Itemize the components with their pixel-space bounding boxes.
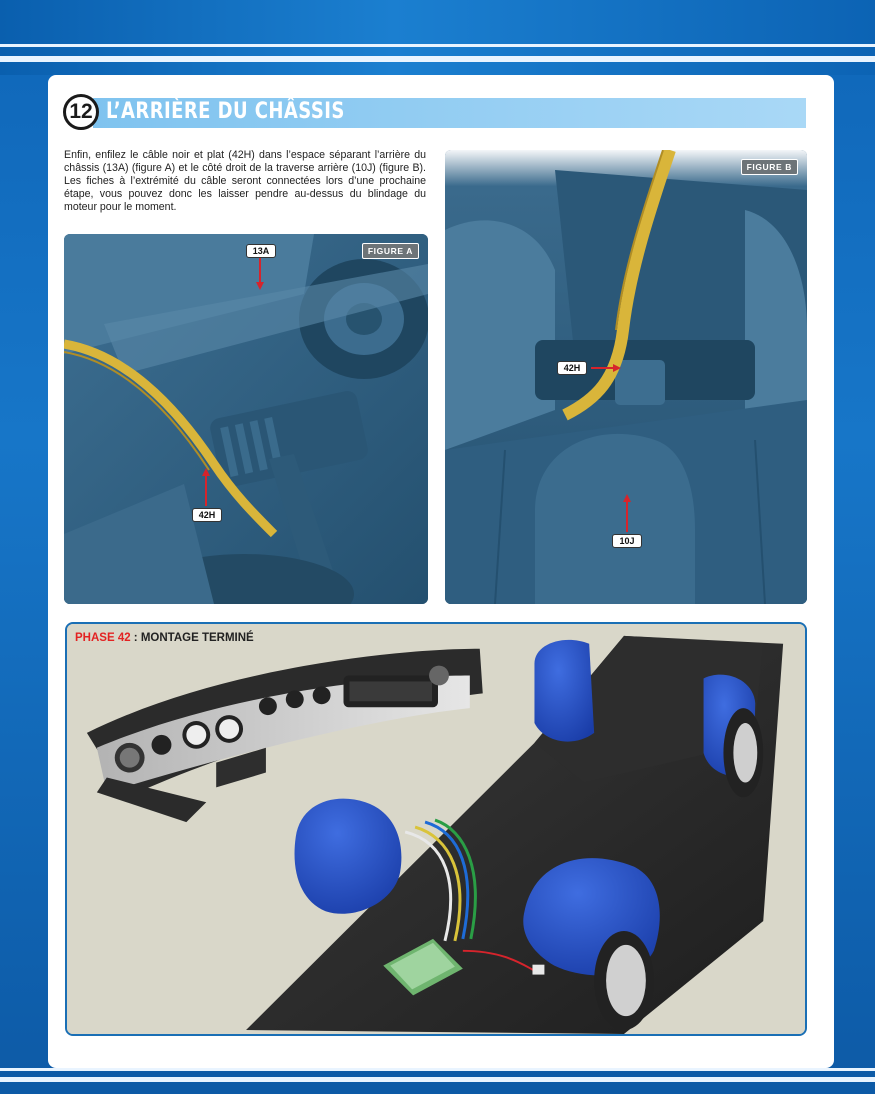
figure-b-tag: FIGURE B bbox=[740, 159, 798, 175]
header-stripe bbox=[0, 44, 875, 47]
figure-b: FIGURE B 42H 10J bbox=[445, 150, 807, 604]
step-header: 12 L’ARRIÈRE DU CHÂSSIS bbox=[63, 94, 808, 130]
top-banner bbox=[0, 0, 875, 75]
header-stripe bbox=[0, 56, 875, 62]
phase-label: PHASE 42 : MONTAGE TERMINÉ bbox=[75, 632, 254, 644]
figure-a-illustration bbox=[64, 234, 428, 604]
phase-separator: : bbox=[130, 632, 141, 644]
intro-paragraph: Enfin, enfilez le câble noir et plat (42… bbox=[64, 149, 426, 213]
callout-13a: 13A bbox=[246, 244, 276, 258]
step-title-bar bbox=[93, 98, 806, 128]
callout-42h: 42H bbox=[557, 361, 587, 375]
callout-10j: 10J bbox=[612, 534, 642, 548]
page-panel: 12 L’ARRIÈRE DU CHÂSSIS Enfin, enfilez l… bbox=[48, 75, 834, 1068]
figure-b-illustration bbox=[445, 150, 807, 604]
figure-a: FIGURE A 13A 42H bbox=[64, 234, 428, 604]
step-number: 12 bbox=[63, 94, 99, 130]
footer-stripe bbox=[0, 1068, 875, 1071]
callout-42h: 42H bbox=[192, 508, 222, 522]
phase-box: PHASE 42 : MONTAGE TERMINÉ bbox=[65, 622, 807, 1036]
phase-status: MONTAGE TERMINÉ bbox=[140, 632, 254, 644]
figure-a-tag: FIGURE A bbox=[361, 243, 419, 259]
footer-stripe bbox=[0, 1077, 875, 1082]
phase-number: PHASE 42 bbox=[75, 632, 131, 644]
phase-illustration bbox=[67, 624, 805, 1034]
step-title: L’ARRIÈRE DU CHÂSSIS bbox=[106, 99, 345, 124]
